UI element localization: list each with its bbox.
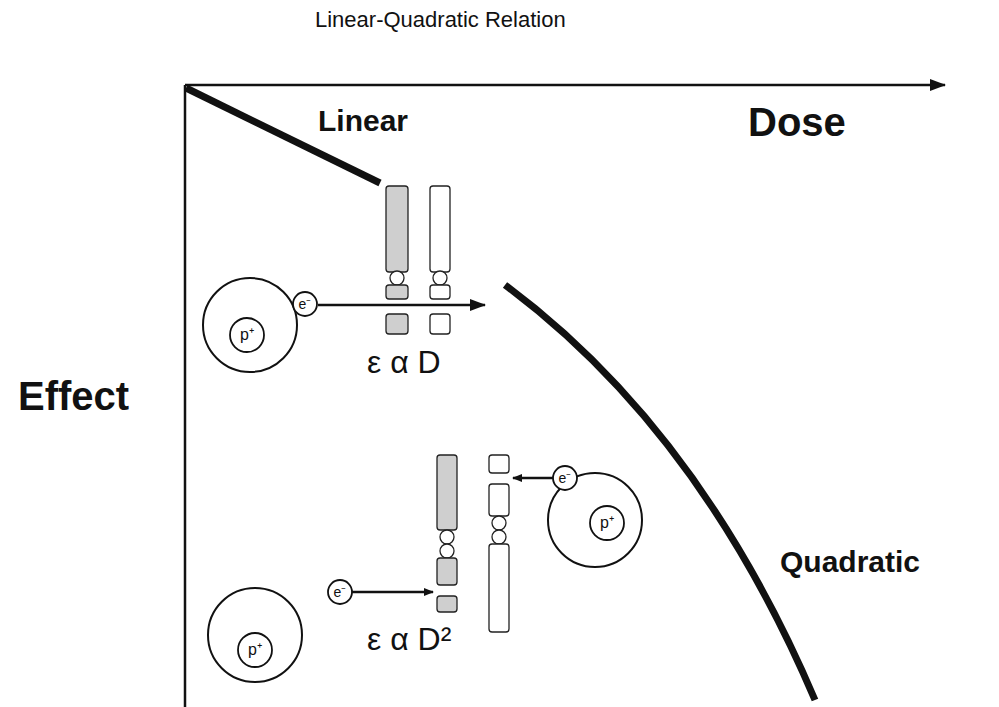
node-text: p⁺ [600, 515, 614, 531]
curve-label: Linear [318, 104, 408, 137]
node-text: e⁻ [559, 471, 572, 485]
electron-circle: e⁻ [551, 464, 579, 492]
atom-orbit [208, 588, 302, 682]
formula: ε α D² [367, 622, 451, 657]
curve-label: Quadratic [780, 545, 920, 578]
quadratic-curve [505, 285, 815, 700]
diagram-title: Linear-Quadratic Relation [315, 8, 566, 32]
node-text: p⁺ [240, 327, 254, 343]
atom-orbit [203, 278, 297, 372]
chromosome-pair [386, 186, 450, 334]
axis-label: Dose [748, 100, 846, 144]
electron-track [352, 591, 433, 594]
proton-circle: p⁺ [236, 631, 274, 669]
dose-axis [185, 84, 945, 87]
electron-track [513, 477, 553, 480]
electron-circle: e⁻ [326, 578, 354, 606]
electron-track [318, 304, 485, 307]
axis-label: Effect [18, 374, 129, 418]
chromosome-pair [437, 455, 509, 632]
formula: ε α D [367, 345, 441, 380]
electron-circle: e⁻ [291, 290, 319, 318]
proton-circle: p⁺ [588, 504, 626, 542]
proton-circle: p⁺ [228, 316, 266, 354]
node-text: e⁻ [299, 297, 312, 311]
node-text: e⁻ [334, 585, 347, 599]
node-text: p⁺ [248, 642, 262, 658]
effect-axis [184, 85, 187, 707]
